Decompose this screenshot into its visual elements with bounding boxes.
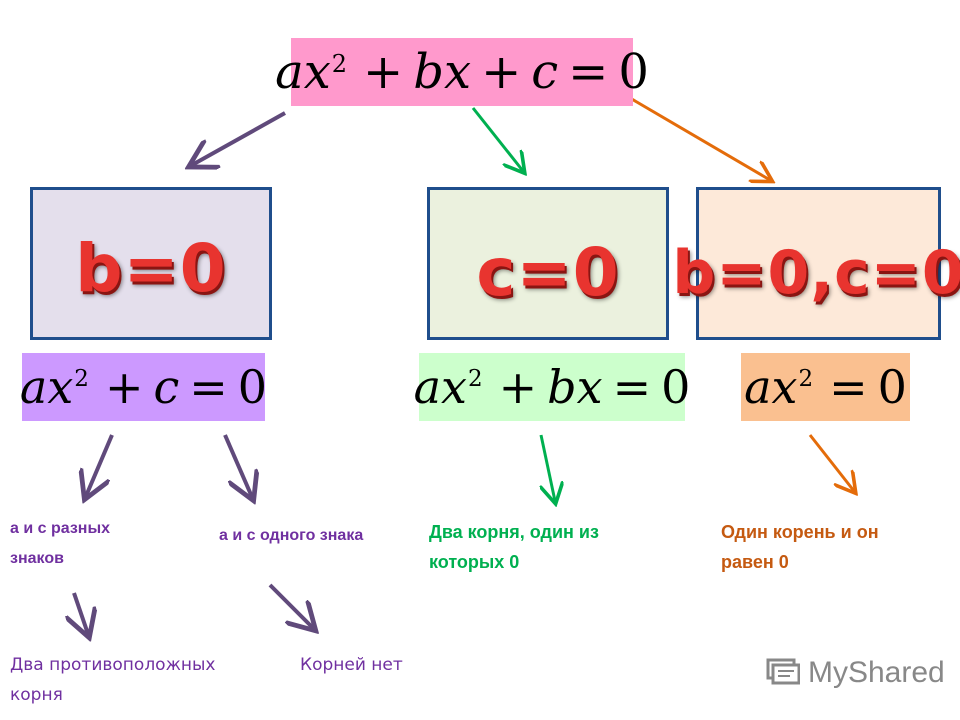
arrow-one-root bbox=[808, 434, 854, 491]
plus-sign: + bbox=[104, 360, 144, 414]
term-bx: bx bbox=[413, 44, 472, 100]
term-c: c bbox=[153, 360, 180, 414]
plus-sign: + bbox=[498, 360, 538, 414]
note-same-sign: а и с одного знака bbox=[219, 527, 364, 544]
arrow-two-roots bbox=[541, 434, 555, 501]
exponent: 2 bbox=[331, 49, 348, 78]
case-label: c=0 bbox=[476, 234, 620, 311]
term-ax: ax bbox=[275, 44, 331, 100]
arrow-opposite-roots bbox=[74, 592, 88, 634]
zero: 0 bbox=[661, 360, 691, 414]
zero: 0 bbox=[618, 44, 649, 100]
note-two-roots: Два корня, один из которых 0 bbox=[429, 522, 599, 572]
plus-sign: + bbox=[481, 44, 522, 100]
case-box-b0c0: b=0,c=0 bbox=[672, 187, 960, 340]
equals-sign: = bbox=[189, 360, 228, 414]
equals-sign: = bbox=[568, 44, 609, 100]
term-bx: bx bbox=[547, 360, 603, 414]
equals-sign: = bbox=[829, 360, 868, 414]
note-different-signs: а и с разных знаков bbox=[10, 520, 111, 567]
arrow-to-b0c0 bbox=[629, 96, 770, 180]
logo-text: MyShared bbox=[808, 656, 945, 689]
presentation-icon bbox=[766, 658, 800, 685]
term-c: c bbox=[531, 44, 559, 100]
result-opposite-roots: Два противоположных корня bbox=[10, 655, 216, 705]
case-label: b=0,c=0 bbox=[672, 237, 960, 308]
term-ax: ax bbox=[413, 360, 467, 414]
exponent: 2 bbox=[467, 365, 483, 392]
term-ax: ax bbox=[744, 360, 798, 414]
arrow-same-sign bbox=[223, 434, 252, 497]
case-label: b=0 bbox=[75, 230, 227, 307]
note-one-root: Один корень и он равен 0 bbox=[721, 522, 879, 572]
zero: 0 bbox=[877, 360, 907, 414]
arrow-no-roots bbox=[268, 583, 313, 628]
equals-sign: = bbox=[612, 360, 652, 414]
exponent: 2 bbox=[798, 365, 814, 392]
exponent: 2 bbox=[74, 365, 89, 392]
arrow-to-c0 bbox=[471, 107, 523, 171]
result-no-roots: Корней нет bbox=[300, 655, 403, 675]
arrow-diff-signs bbox=[86, 434, 114, 496]
term-ax: ax bbox=[19, 360, 74, 414]
arrow-to-b0 bbox=[192, 111, 286, 165]
plus-sign: + bbox=[363, 44, 404, 100]
case-box-c0: c=0 bbox=[427, 187, 669, 340]
myshared-logo: MyShared bbox=[766, 656, 945, 690]
case-box-b0: b=0 bbox=[30, 187, 272, 340]
zero: 0 bbox=[237, 360, 268, 414]
